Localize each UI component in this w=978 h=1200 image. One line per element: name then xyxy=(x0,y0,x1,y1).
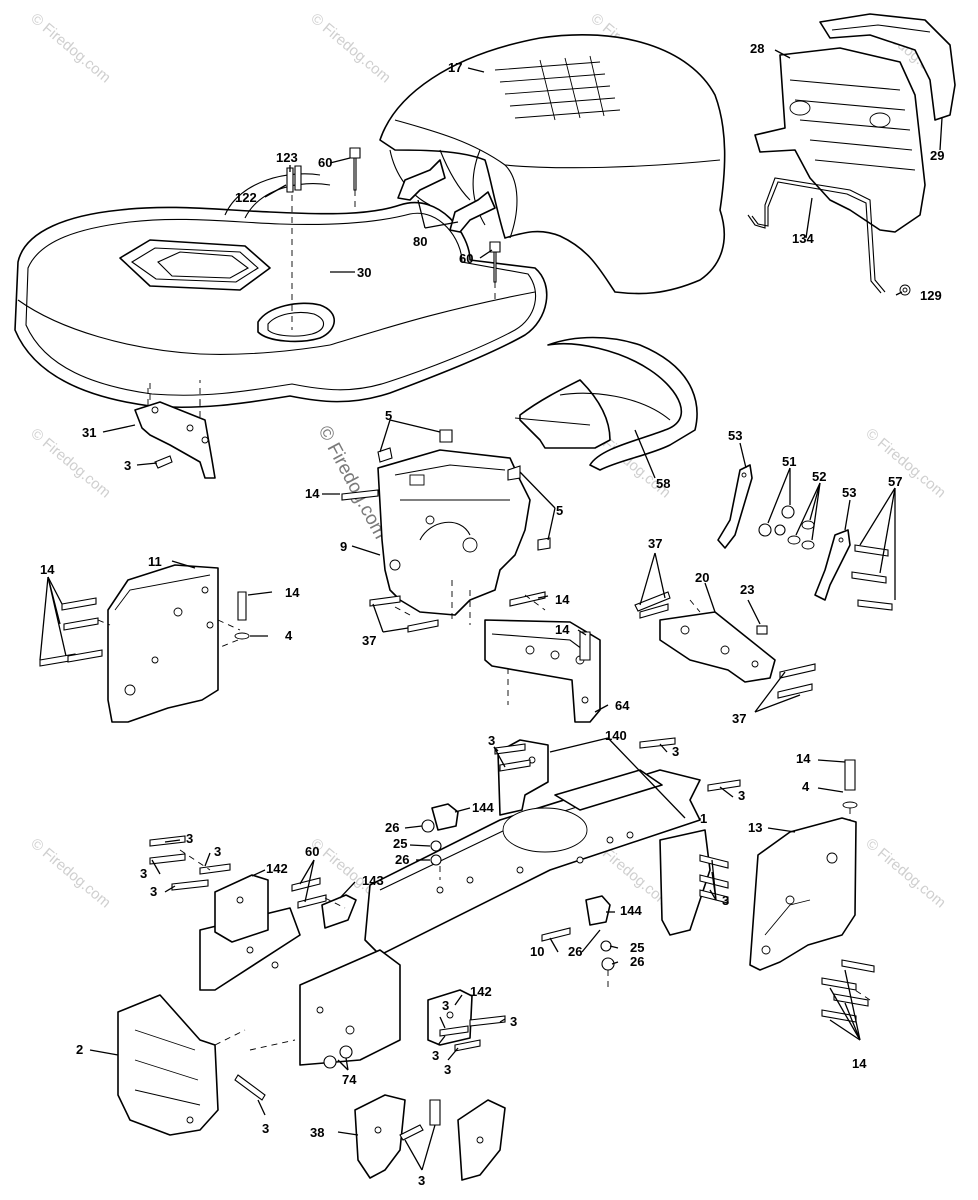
bracket-38 xyxy=(354,1094,506,1181)
bracket-144 xyxy=(431,803,611,926)
label-129: 129 xyxy=(920,288,942,303)
label-3: 3 xyxy=(124,458,131,473)
label-80: 80 xyxy=(413,234,427,249)
label-144: 144 xyxy=(620,903,642,918)
label-31: 31 xyxy=(82,425,96,440)
label-14: 14 xyxy=(555,592,570,607)
label-3: 3 xyxy=(722,893,729,908)
watermark: © Firedog.com xyxy=(27,10,113,86)
label-52: 52 xyxy=(812,469,826,484)
front-plate-2 xyxy=(117,994,246,1136)
label-28: 28 xyxy=(750,41,764,56)
label-3: 3 xyxy=(186,831,193,846)
label-30: 30 xyxy=(357,265,371,280)
label-14: 14 xyxy=(40,562,55,577)
label-58: 58 xyxy=(656,476,670,491)
label-140: 140 xyxy=(605,728,627,743)
label-3: 3 xyxy=(262,1121,269,1136)
label-3: 3 xyxy=(444,1062,451,1077)
label-26: 26 xyxy=(385,820,399,835)
watermark: © Firedog.com xyxy=(862,425,948,501)
leader-lines xyxy=(39,49,943,1171)
label-60: 60 xyxy=(318,155,332,170)
assembly-lines xyxy=(97,380,871,1051)
watermark: © Firedog.com xyxy=(862,835,948,911)
watermark: © Firedog.com xyxy=(27,835,113,911)
label-10: 10 xyxy=(530,944,544,959)
label-17: 17 xyxy=(448,60,462,75)
label-25: 25 xyxy=(630,940,644,955)
label-25: 25 xyxy=(393,836,407,851)
label-123: 123 xyxy=(276,150,298,165)
label-3: 3 xyxy=(432,1048,439,1063)
label-74: 74 xyxy=(342,1072,357,1087)
label-38: 38 xyxy=(310,1125,324,1140)
lever-53 xyxy=(717,464,851,601)
label-11: 11 xyxy=(148,554,162,569)
label-37: 37 xyxy=(732,711,746,726)
rod-134 xyxy=(747,177,911,296)
label-4: 4 xyxy=(802,779,810,794)
bracket-142 xyxy=(214,874,473,1046)
label-9: 9 xyxy=(340,539,347,554)
side-panel-11 xyxy=(107,564,219,723)
label-3: 3 xyxy=(140,866,147,881)
label-37: 37 xyxy=(362,633,376,648)
label-143: 143 xyxy=(362,873,384,888)
label-3: 3 xyxy=(510,1014,517,1029)
label-144: 144 xyxy=(472,800,494,815)
label-26: 26 xyxy=(395,852,409,867)
label-53: 53 xyxy=(728,428,742,443)
label-51: 51 xyxy=(782,454,796,469)
label-14: 14 xyxy=(285,585,300,600)
label-37: 37 xyxy=(648,536,662,551)
label-142: 142 xyxy=(470,984,492,999)
label-3: 3 xyxy=(442,998,449,1013)
label-3: 3 xyxy=(418,1173,425,1188)
part-labels: 17 28 29 123 60 122 80 60 30 134 129 31 … xyxy=(40,41,944,1188)
label-14: 14 xyxy=(796,751,811,766)
label-3: 3 xyxy=(672,744,679,759)
label-57: 57 xyxy=(888,474,902,489)
label-64: 64 xyxy=(615,698,630,713)
label-3: 3 xyxy=(150,884,157,899)
dash-panel xyxy=(754,13,956,233)
label-13: 13 xyxy=(748,820,762,835)
label-20: 20 xyxy=(695,570,709,585)
label-4: 4 xyxy=(285,628,293,643)
label-5: 5 xyxy=(385,408,392,423)
label-142: 142 xyxy=(266,861,288,876)
label-3: 3 xyxy=(214,844,221,859)
label-134: 134 xyxy=(792,231,814,246)
bracket-80 xyxy=(397,159,496,233)
seat-bracket-31 xyxy=(134,388,216,479)
label-26: 26 xyxy=(630,954,644,969)
fender-hood xyxy=(379,34,726,295)
label-29: 29 xyxy=(930,148,944,163)
label-5: 5 xyxy=(556,503,563,518)
steering-support-9 xyxy=(377,449,531,625)
label-14: 14 xyxy=(852,1056,867,1071)
shroud-58 xyxy=(514,336,698,471)
label-14: 14 xyxy=(305,486,320,501)
label-53: 53 xyxy=(842,485,856,500)
label-60: 60 xyxy=(305,844,319,859)
seat-pan xyxy=(14,173,548,409)
label-23: 23 xyxy=(740,582,754,597)
label-1: 1 xyxy=(700,811,707,826)
watermark: © Firedog.com xyxy=(307,10,393,86)
bracket-143 xyxy=(321,894,357,929)
bracket-20 xyxy=(659,611,776,683)
label-3: 3 xyxy=(738,788,745,803)
fasteners xyxy=(39,147,893,1141)
label-2: 2 xyxy=(76,1042,83,1057)
side-panel-13 xyxy=(749,817,857,971)
label-122: 122 xyxy=(235,190,257,205)
label-14: 14 xyxy=(555,622,570,637)
label-60: 60 xyxy=(459,251,473,266)
watermark: © Firedog.com xyxy=(27,425,113,501)
label-3: 3 xyxy=(488,733,495,748)
label-26: 26 xyxy=(568,944,582,959)
